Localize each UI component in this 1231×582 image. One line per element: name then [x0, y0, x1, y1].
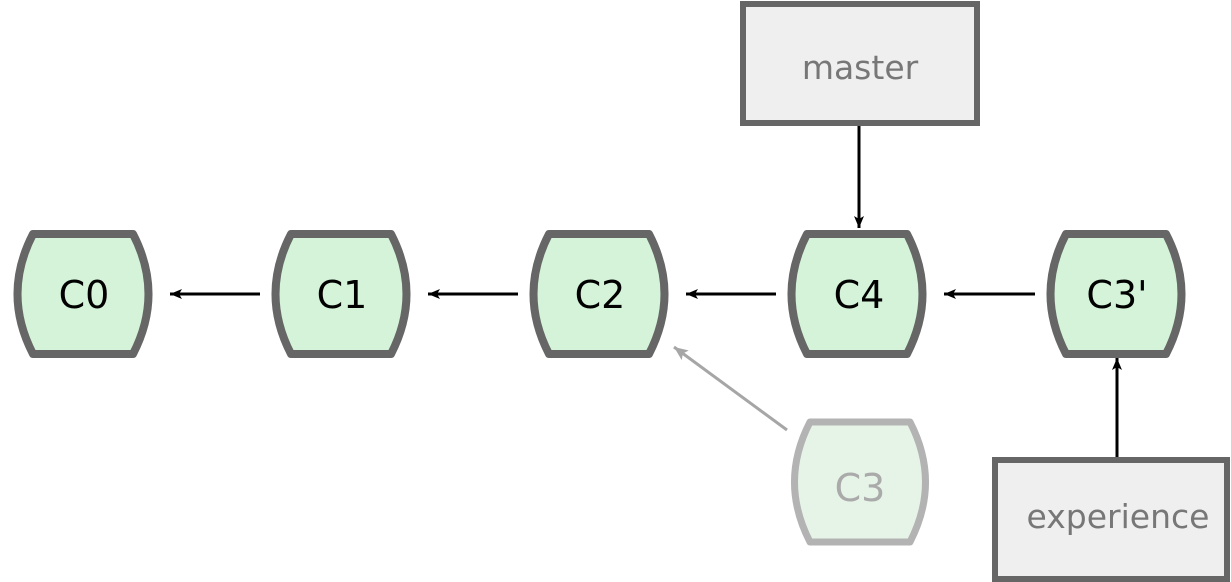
branch-pointers [854, 125, 1122, 458]
commit-node-c3-ghost: C3 [791, 418, 929, 546]
branch-rect [740, 1, 980, 126]
commit-shape [1046, 230, 1186, 358]
branch-box-experience: experience [992, 457, 1230, 582]
link-c3-to-c2-ghost [673, 345, 788, 432]
commit-label-c0: C0 [59, 273, 110, 317]
commit-node-c3prime: C3' [1046, 230, 1186, 358]
commit-shape [271, 230, 411, 358]
parent-links [170, 289, 1035, 432]
commit-label-c2: C2 [575, 273, 626, 317]
commit-label-c3prime: C3' [1086, 273, 1147, 317]
branch-label-experience: experience [1027, 497, 1210, 536]
commit-shape [787, 230, 927, 358]
commit-label-c4: C4 [834, 273, 885, 317]
commit-node-c4: C4 [787, 230, 927, 358]
commit-label-c3: C3 [835, 466, 886, 510]
commit-node-c2: C2 [529, 230, 669, 358]
commit-shape [791, 418, 929, 546]
branch-rect [992, 457, 1230, 582]
commit-node-c1: C1 [271, 230, 411, 358]
commit-label-c1: C1 [317, 273, 368, 317]
commit-node-c0: C0 [13, 230, 153, 358]
branch-label-master: master [802, 48, 919, 87]
branch-box-master: master [740, 1, 980, 126]
commit-shape [529, 230, 669, 358]
commit-shape [13, 230, 153, 358]
